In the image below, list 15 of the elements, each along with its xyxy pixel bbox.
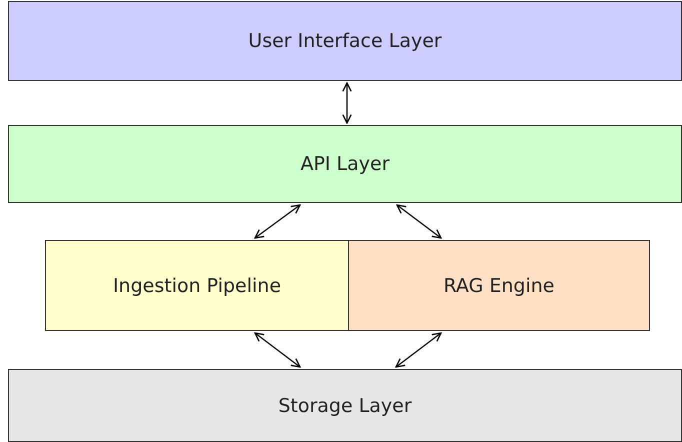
double-arrow bbox=[254, 332, 301, 368]
double-arrow bbox=[395, 332, 442, 368]
layer-box bbox=[45, 240, 349, 331]
layer-box bbox=[8, 1, 682, 81]
double-arrow bbox=[396, 204, 442, 239]
layer-label: RAG Engine bbox=[444, 274, 554, 296]
layer-box bbox=[8, 369, 682, 442]
layer-label: API Layer bbox=[300, 153, 390, 175]
layer-label: User Interface Layer bbox=[248, 30, 442, 52]
layer-box bbox=[348, 240, 650, 331]
double-arrow bbox=[342, 82, 352, 124]
layer-label: Storage Layer bbox=[278, 394, 412, 416]
double-arrow bbox=[254, 204, 301, 239]
layer-label: Ingestion Pipeline bbox=[112, 274, 282, 296]
layer-box bbox=[8, 125, 682, 203]
